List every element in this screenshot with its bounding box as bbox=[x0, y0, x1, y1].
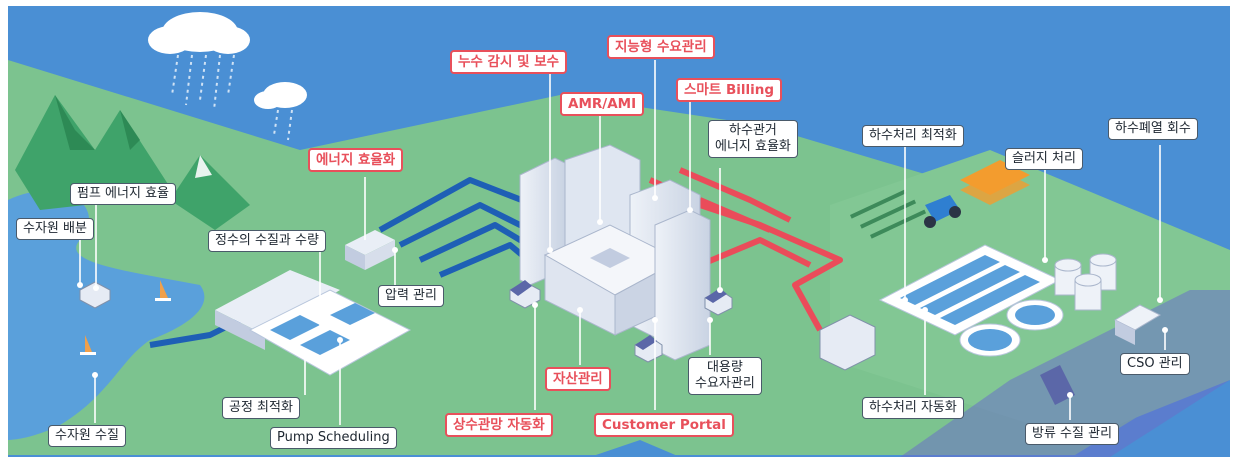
city-buildings bbox=[519, 144, 711, 361]
label-pump-energy: 펌프 에너지 효율 bbox=[70, 183, 176, 205]
label-energy-efficiency: 에너지 효율화 bbox=[308, 148, 404, 172]
label-asset-management: 자산관리 bbox=[545, 367, 611, 391]
label-process-optimization: 공정 최적화 bbox=[222, 397, 300, 419]
leader-lines bbox=[79, 60, 1166, 425]
label-amr-ami: AMR/AMI bbox=[560, 92, 645, 116]
label-sewage-heat-recovery: 하수폐열 회수 bbox=[1108, 118, 1198, 140]
lake bbox=[8, 190, 205, 440]
label-sewer-energy: 하수관거 에너지 효율화 bbox=[708, 120, 798, 158]
label-large-consumer: 대용량 수요자관리 bbox=[688, 357, 762, 395]
purification-plant bbox=[215, 230, 412, 376]
label-smart-demand: 지능형 수요관리 bbox=[607, 35, 715, 59]
label-leak-detection: 누수 감시 및 보수 bbox=[450, 50, 568, 74]
label-sewage-automation: 하수처리 자동화 bbox=[862, 397, 964, 419]
label-source-quality: 수자원 수질 bbox=[48, 425, 126, 447]
label-sewer-energy-line2: 에너지 효율화 bbox=[715, 139, 791, 154]
label-pump-scheduling: Pump Scheduling bbox=[270, 427, 397, 449]
label-sludge-treatment: 슬러지 처리 bbox=[1005, 148, 1083, 170]
sailboats bbox=[80, 280, 171, 355]
label-source-distribution: 수자원 배분 bbox=[16, 218, 94, 240]
label-sewage-optimization: 하수처리 최적화 bbox=[862, 125, 964, 147]
label-pipe-automation: 상수관망 자동화 bbox=[445, 413, 553, 437]
label-large-consumer-line2: 수요자관리 bbox=[695, 376, 755, 391]
rain-cloud bbox=[148, 12, 307, 109]
label-smart-billing: 스마트 Billing bbox=[676, 78, 783, 102]
label-pressure-management: 압력 관리 bbox=[378, 285, 444, 307]
label-cso-management: CSO 관리 bbox=[1120, 353, 1190, 375]
label-sewer-energy-line1: 하수관거 bbox=[729, 123, 777, 138]
mountains bbox=[15, 95, 250, 230]
pump-house bbox=[79, 281, 111, 309]
label-purification-quality: 정수의 수질과 수량 bbox=[208, 230, 326, 252]
discharge-river bbox=[900, 290, 1230, 457]
label-large-consumer-line1: 대용량 bbox=[706, 360, 743, 375]
label-customer-portal: Customer Portal bbox=[594, 413, 734, 437]
label-discharge-quality: 방류 수질 관리 bbox=[1025, 423, 1120, 445]
